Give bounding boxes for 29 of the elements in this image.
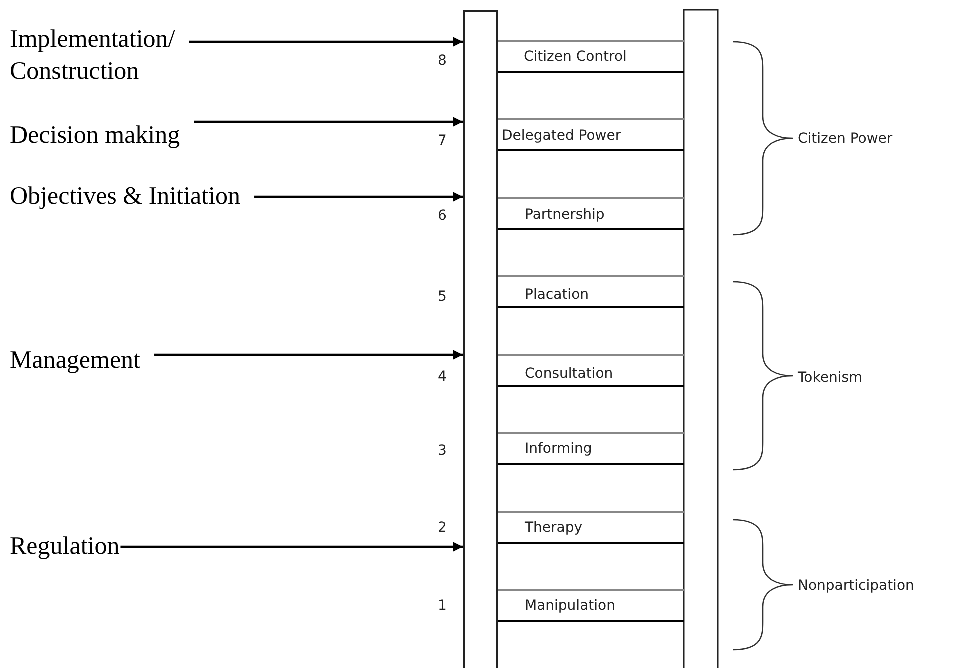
rung-label: Consultation <box>525 366 614 382</box>
group-label: Tokenism <box>798 370 863 386</box>
rung-label: Manipulation <box>525 598 616 614</box>
arrow <box>189 37 463 47</box>
group-label: Nonparticipation <box>798 578 914 594</box>
arrow <box>120 542 463 552</box>
arrow <box>254 192 463 202</box>
arrow <box>154 350 463 360</box>
arrow <box>194 117 463 127</box>
stage-label: Objectives & Initiation <box>10 181 241 213</box>
rung-label: Therapy <box>525 520 583 536</box>
rung-number: 3 <box>438 443 447 459</box>
group-label: Citizen Power <box>798 131 893 147</box>
rung-number: 8 <box>438 53 447 69</box>
rung-label: Placation <box>525 287 590 303</box>
stage-label: Decision making <box>10 120 180 152</box>
stage-label: Management <box>10 345 141 377</box>
rung-number: 4 <box>438 369 447 385</box>
rung-label: Citizen Control <box>524 49 627 65</box>
rung-number: 6 <box>438 208 447 224</box>
rung-number: 1 <box>438 598 447 614</box>
stage-label: Regulation <box>10 531 120 563</box>
rung-number: 2 <box>438 520 447 536</box>
rung-number: 5 <box>438 289 447 305</box>
stage-label: Implementation/ Construction <box>10 24 250 88</box>
rung-label: Partnership <box>525 207 605 223</box>
rung-label: Informing <box>525 441 592 457</box>
ladder-rail <box>463 10 498 668</box>
rung-number: 7 <box>438 133 447 149</box>
